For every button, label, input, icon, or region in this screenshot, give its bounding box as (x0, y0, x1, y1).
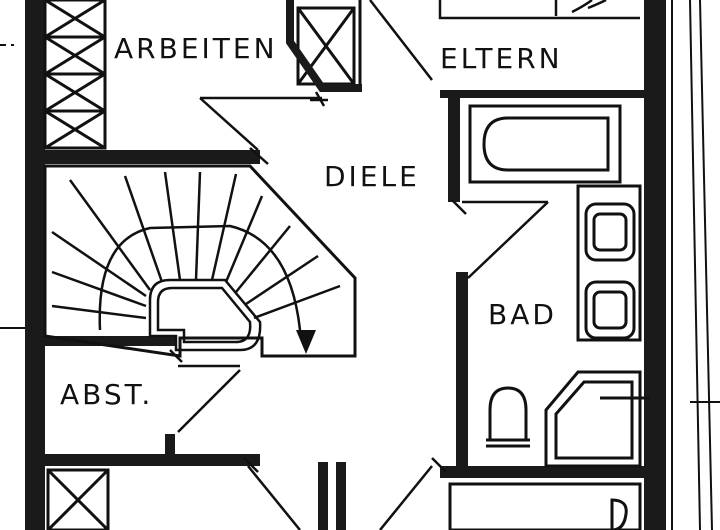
exterior-walls (25, 0, 666, 530)
eltern-top-fixtures (438, 0, 640, 20)
wall-stair-top (45, 150, 260, 164)
room-label-diele: DIELE (324, 160, 420, 193)
toilet (486, 386, 530, 448)
staircase (43, 164, 357, 358)
sink-lower (584, 280, 636, 340)
room-label-arbeiten: ARBEITEN (114, 32, 278, 65)
wall-bad-left-lower (456, 272, 468, 472)
wall-bad-bottom (440, 466, 644, 478)
interior-walls (45, 90, 644, 530)
sink-upper (584, 202, 636, 262)
door-lines (169, 0, 549, 530)
bath-fixtures (486, 184, 650, 468)
shower (544, 370, 650, 468)
left-wall (25, 0, 45, 530)
shaft-bottom-left (46, 468, 110, 530)
shaft-top-center (288, 0, 362, 92)
wall-stub-abst (165, 434, 175, 464)
wall-bad-left-upper (448, 96, 460, 202)
room-label-abst: ABST. (60, 378, 153, 411)
shaft-left (43, 0, 107, 150)
room-label-eltern: ELTERN (440, 42, 563, 75)
wall-stub-bottom-left (318, 462, 328, 530)
wall-abst-bottom (45, 454, 260, 466)
room-label-bad: BAD (488, 298, 557, 331)
outer-boundary-left (0, 44, 28, 329)
bottom-right-room (448, 482, 642, 530)
right-exterior-lines (671, 0, 720, 530)
shaft-wall-top-center (286, 0, 362, 92)
right-wall (644, 0, 666, 530)
bathtub (468, 104, 622, 184)
stair-well (148, 278, 262, 352)
wall-eltern-bottom (440, 90, 644, 98)
wall-stub-bottom-right (336, 462, 346, 530)
wall-stair-bottom (45, 336, 175, 346)
stair-direction-arrow (296, 330, 316, 354)
